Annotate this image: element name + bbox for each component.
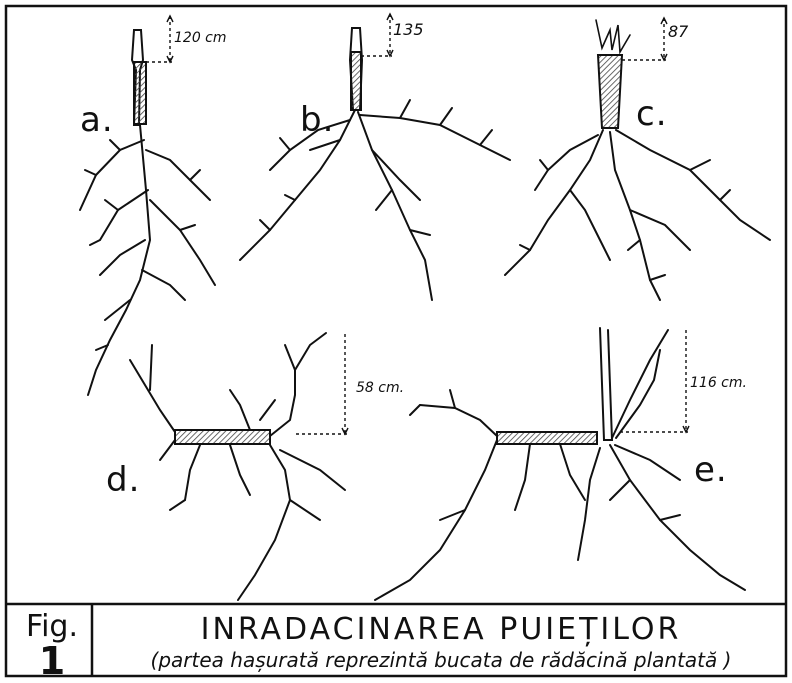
plant-a [80, 30, 215, 395]
label-d: d. [106, 460, 140, 500]
outer-frame [6, 6, 786, 676]
fig-label: Fig. [14, 612, 90, 642]
measure-e: 116 cm. [690, 375, 747, 391]
measure-b: 135 [393, 20, 424, 39]
fig-number: 1 [14, 642, 90, 680]
plant-d-measure [296, 334, 348, 434]
plant-d [130, 333, 345, 600]
plant-a-measure [146, 16, 173, 62]
measure-c: 87 [668, 22, 688, 41]
plant-c-cutting [598, 55, 622, 128]
measure-a: 120 cm [174, 30, 227, 46]
plant-b-cutting [351, 52, 361, 110]
figure-subtitle: (partea hașurată reprezintă bucata de ră… [96, 648, 786, 672]
plant-d-cutting [175, 430, 270, 444]
label-e: e. [694, 450, 728, 490]
figure-title: INRADACINAREA PUIEȚILOR [96, 612, 786, 647]
plant-b [240, 28, 510, 300]
measure-d: 58 cm. [356, 380, 404, 396]
label-b: b. [300, 100, 334, 140]
plant-b-measure [361, 14, 393, 56]
plant-e [375, 328, 745, 600]
plant-c [505, 20, 770, 300]
label-c: c. [636, 94, 668, 134]
plant-c-measure [622, 18, 667, 60]
label-a: a. [80, 100, 114, 140]
plant-e-cutting [497, 432, 597, 444]
plant-a-cutting [134, 62, 146, 124]
